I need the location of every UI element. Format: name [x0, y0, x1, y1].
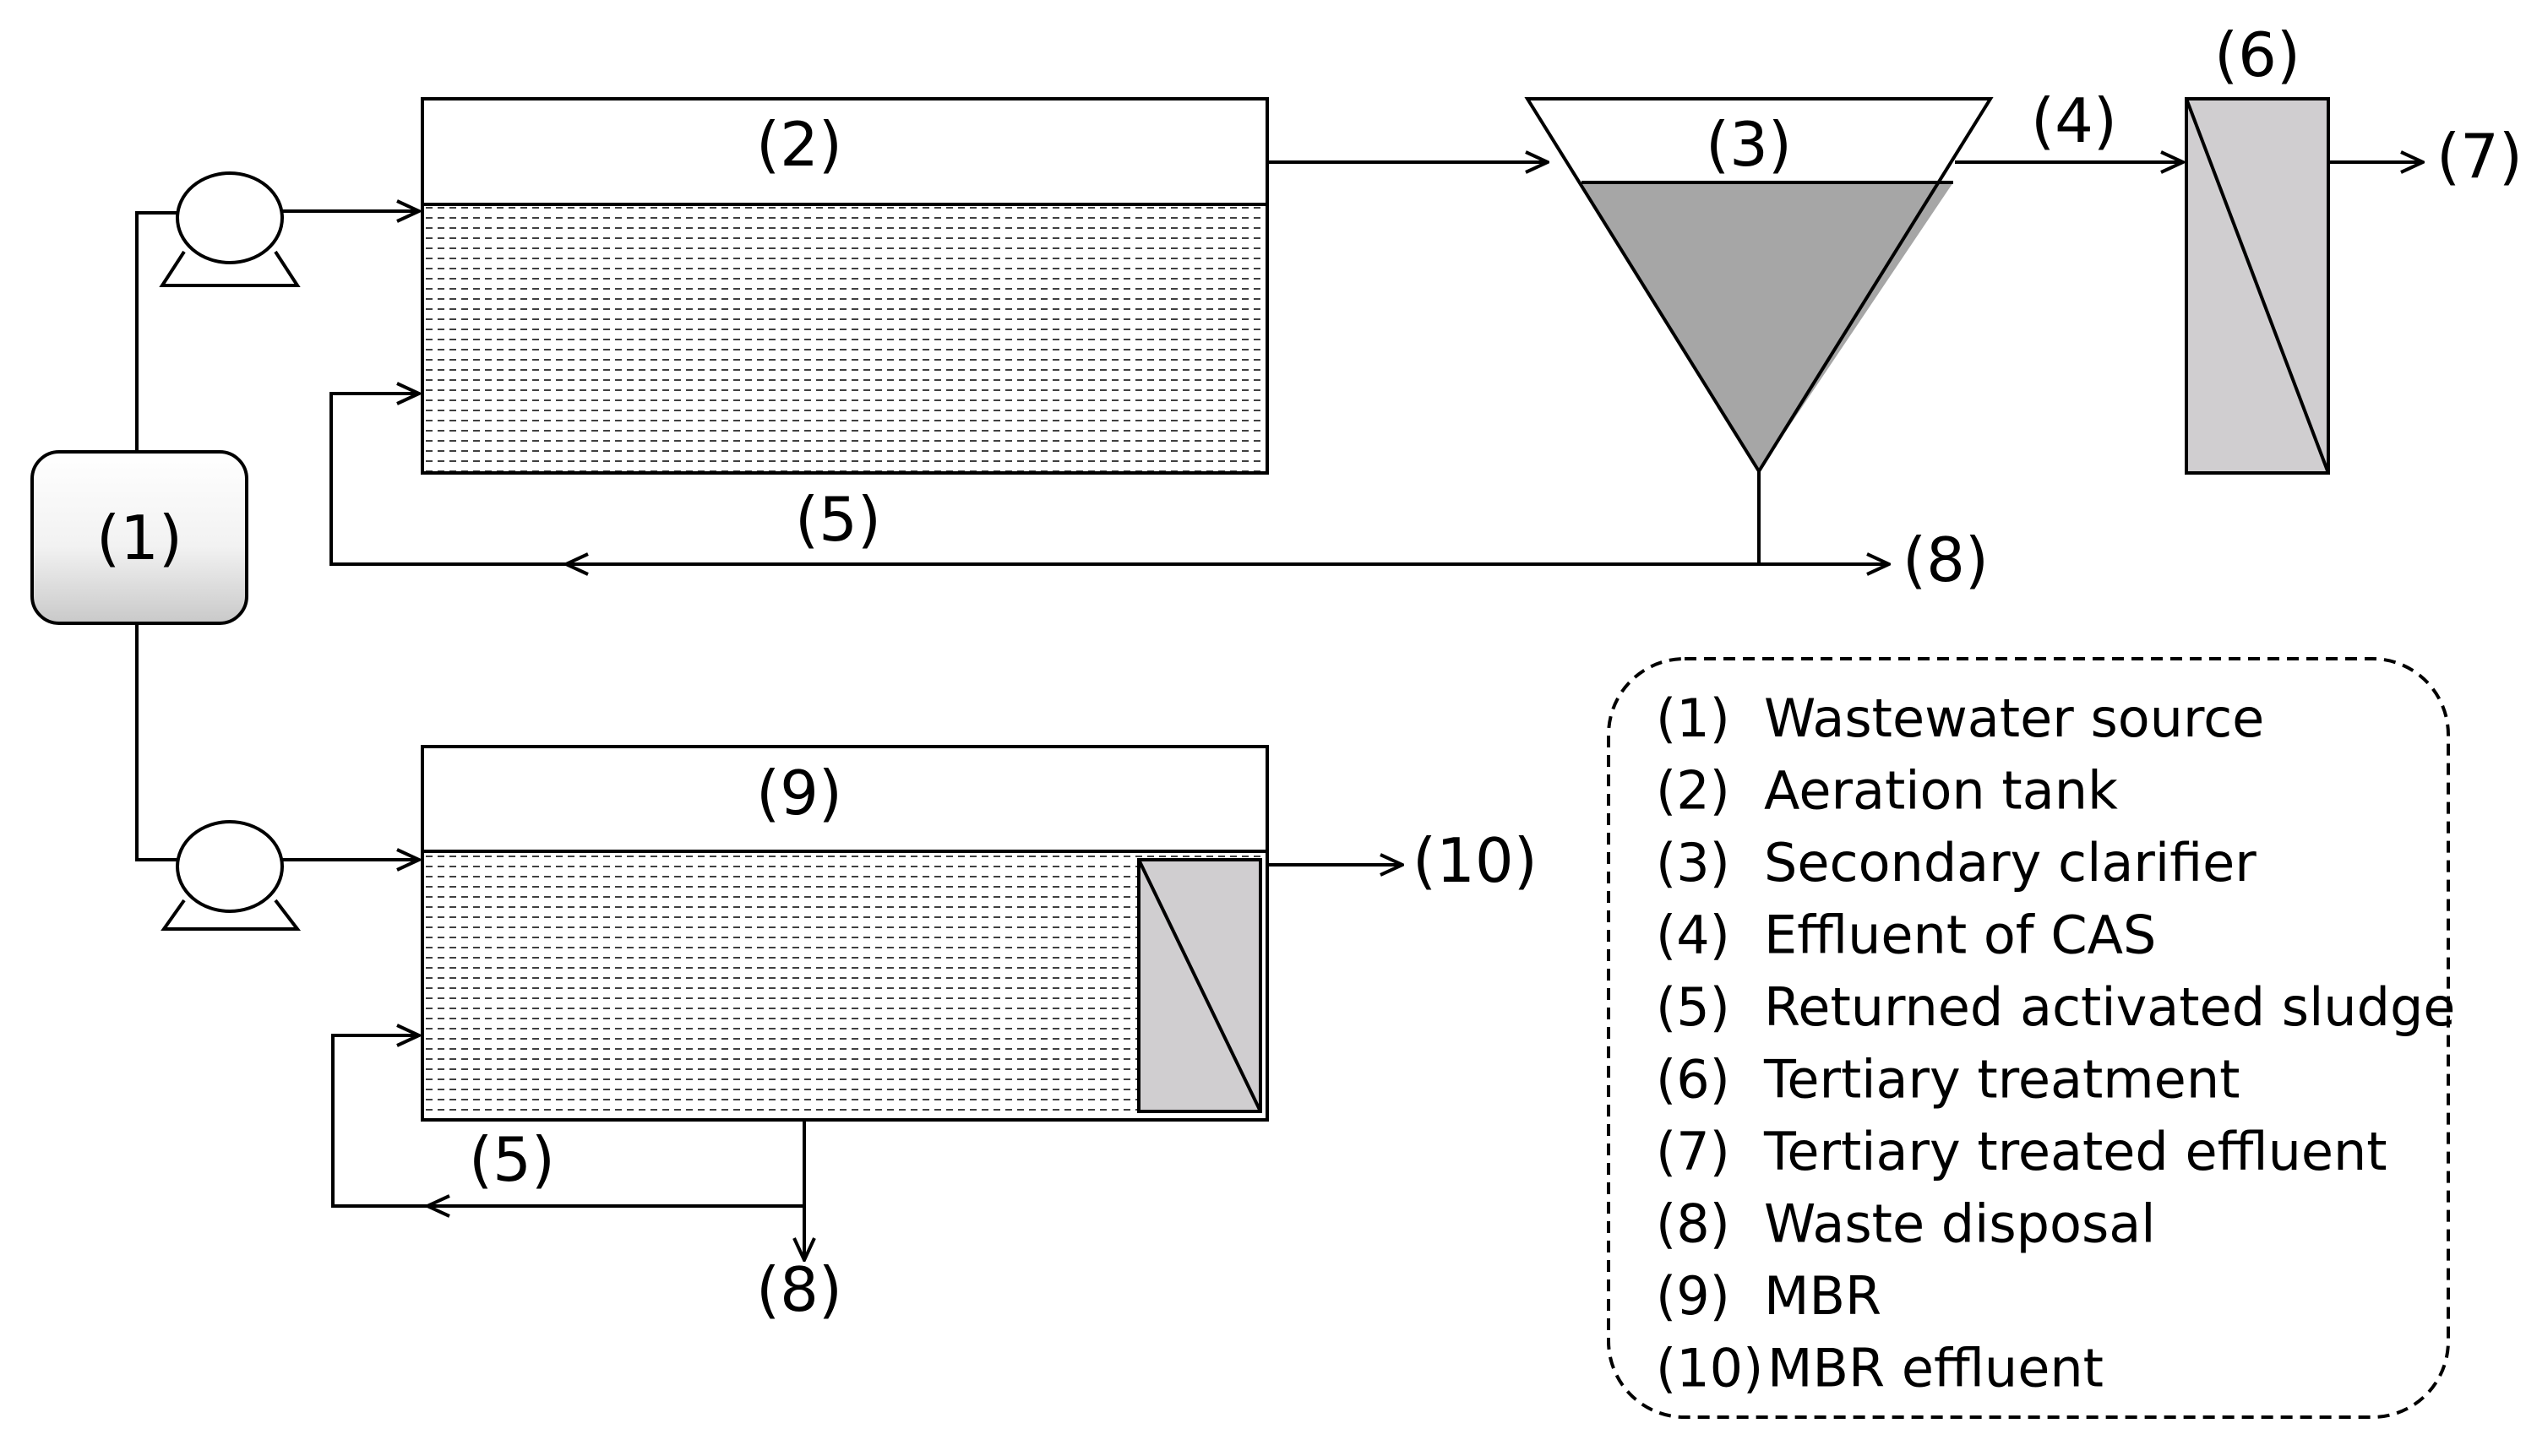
- legend-number: (7): [1656, 1121, 1730, 1182]
- legend-text: Tertiary treatment: [1763, 1049, 2240, 1111]
- legend-number: (3): [1656, 832, 1730, 894]
- mbr-membrane-diagonal: [1137, 859, 1262, 1112]
- legend-number: (5): [1656, 976, 1730, 1038]
- label-waste-top: (8): [1903, 524, 1989, 595]
- pump-icon: [159, 171, 301, 287]
- mbr-tank: [421, 745, 1269, 1122]
- label-mbr-effluent: (10): [1413, 825, 1538, 896]
- pump-icon: [161, 820, 302, 931]
- legend-text: MBR effluent: [1767, 1338, 2104, 1399]
- legend-text: Waste disposal: [1764, 1193, 2156, 1255]
- legend-number: (9): [1656, 1265, 1730, 1327]
- aeration-tank-water: [422, 204, 1267, 473]
- legend: (1) Wastewater source (2) Aeration tank (3) S…: [1656, 687, 2455, 1399]
- label-source: (1): [96, 503, 182, 573]
- label-tertiary: (6): [2214, 19, 2300, 90]
- label-mbr: (9): [756, 758, 842, 829]
- secondary-clarifier: [1524, 97, 1994, 475]
- legend-number: (1): [1656, 687, 1730, 749]
- pipe-source-down: [135, 623, 181, 861]
- legend-number: (10): [1656, 1338, 1763, 1399]
- legend-text: MBR: [1764, 1265, 1881, 1327]
- pipe-ras-bottom-return: [331, 1035, 427, 1208]
- label-aeration-tank: (2): [756, 109, 842, 180]
- clarifier-sludge: [1581, 182, 1953, 471]
- legend-text: Tertiary treated effluent: [1763, 1121, 2387, 1182]
- legend-number: (4): [1656, 905, 1730, 966]
- label-ras-bottom: (5): [469, 1124, 555, 1195]
- wastewater-source-box: [30, 450, 248, 625]
- label-clarifier: (3): [1706, 109, 1792, 180]
- aeration-tank: [421, 97, 1269, 475]
- legend-text: Wastewater source: [1764, 687, 2264, 749]
- legend-number: (6): [1656, 1049, 1730, 1111]
- label-waste-bottom: (8): [756, 1254, 842, 1325]
- tertiary-membrane-diagonal: [2185, 98, 2330, 474]
- legend-text: Secondary clarifier: [1764, 832, 2257, 894]
- legend-text: Effluent of CAS: [1764, 905, 2156, 966]
- legend-text: Returned activated sludge: [1764, 976, 2455, 1038]
- mbr-tank-water: [422, 851, 1267, 1120]
- legend-text: Aeration tank: [1764, 760, 2118, 822]
- label-tertiary-effluent: (7): [2436, 121, 2523, 192]
- pipe-source-up: [135, 211, 181, 452]
- legend-number: (2): [1656, 760, 1730, 822]
- label-effluent-cas: (4): [2031, 85, 2117, 156]
- pipe-ras-top-return: [329, 394, 566, 566]
- legend-number: (8): [1656, 1193, 1730, 1255]
- label-ras-top: (5): [795, 484, 881, 555]
- legend-box: [1607, 657, 2450, 1419]
